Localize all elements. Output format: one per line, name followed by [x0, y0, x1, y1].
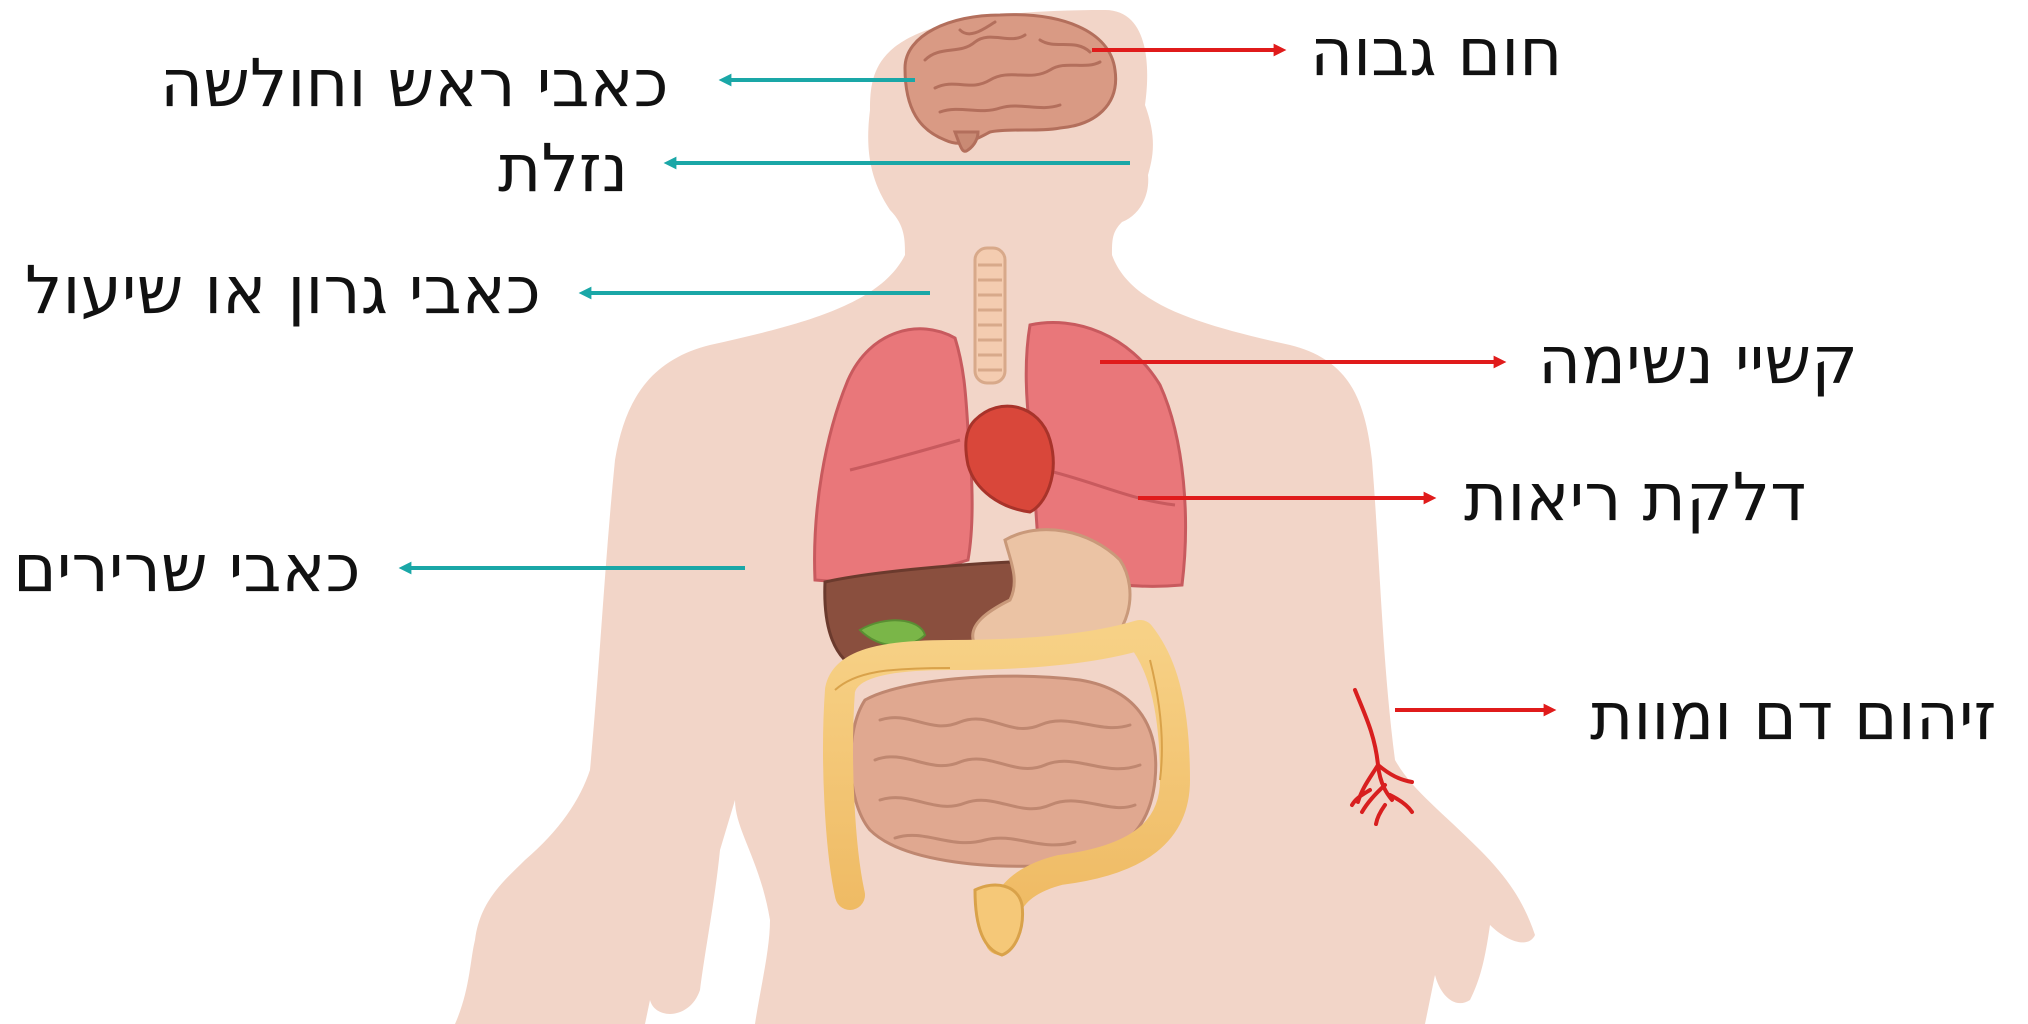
label-pneumonia: דלקת ריאות: [1464, 465, 1806, 531]
label-breathing: קשיי נשימה: [1538, 328, 1858, 394]
label-sepsis: זיהום דם ומוות: [1590, 684, 1996, 750]
label-sore-throat: כאבי גרון או שיעול: [25, 258, 541, 324]
label-runny-nose: נזלת: [498, 136, 628, 202]
label-muscle-pain: כאבי שרירים: [13, 536, 361, 602]
trachea: [975, 248, 1005, 383]
brain-shape: [905, 15, 1116, 144]
label-headache: כאבי ראש וחולשה: [160, 51, 669, 117]
label-fever: חום גבוה: [1310, 20, 1562, 86]
